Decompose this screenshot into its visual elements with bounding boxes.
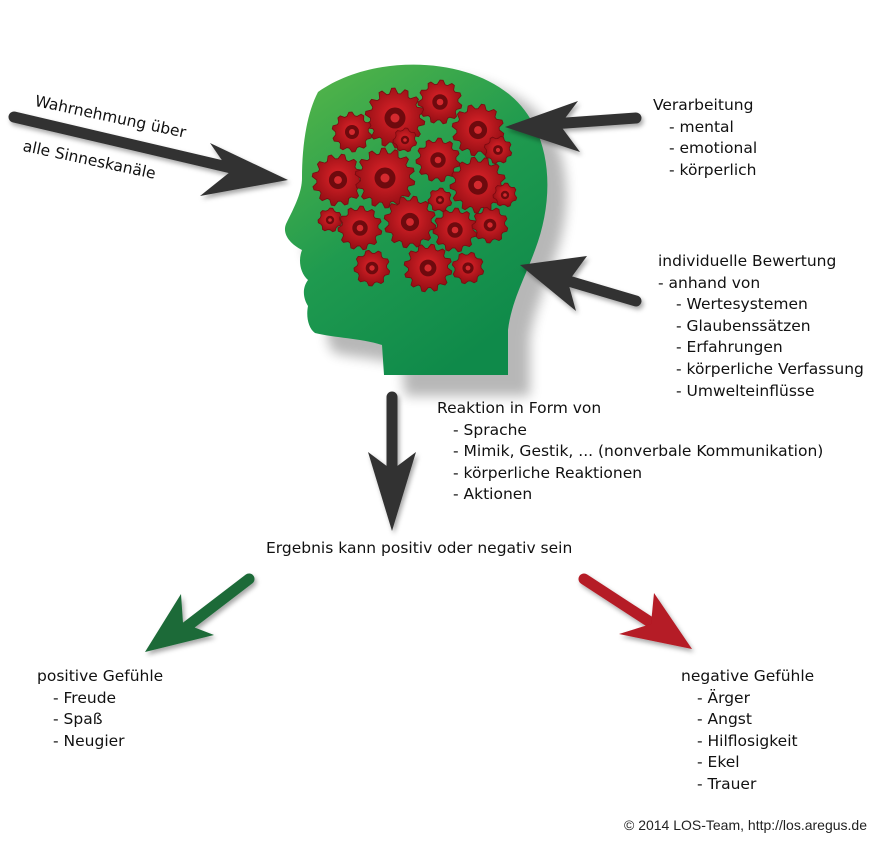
gear-axle-icon bbox=[334, 176, 342, 184]
gear-axle-icon bbox=[390, 113, 400, 123]
positive-item: - Spaß bbox=[53, 710, 103, 729]
gear-axle-icon bbox=[434, 156, 442, 164]
gear-axle-icon bbox=[356, 224, 364, 232]
gear-axle-icon bbox=[438, 198, 442, 202]
reaction-block: Reaktion in Form von - Sprache - Mimik, … bbox=[437, 398, 823, 506]
positive-item: - Freude bbox=[53, 688, 117, 707]
gear-axle-icon bbox=[369, 265, 375, 271]
gear-axle-icon bbox=[403, 138, 407, 142]
gear-axle-icon bbox=[495, 147, 501, 153]
evaluation-item: - Erfahrungen bbox=[676, 338, 783, 357]
reaction-title: Reaktion in Form von bbox=[437, 399, 602, 417]
evaluation-item: - Umwelteinflüsse bbox=[676, 381, 815, 400]
positive-title: positive Gefühle bbox=[37, 667, 164, 685]
arrow-processing-icon bbox=[505, 101, 642, 152]
negative-item: - Angst bbox=[697, 710, 752, 729]
processing-title: Verarbeitung bbox=[653, 96, 754, 114]
negative-item: - Trauer bbox=[697, 774, 757, 793]
processing-block: Verarbeitung - mental - emotional - körp… bbox=[653, 95, 757, 181]
evaluation-subtitle: - anhand von bbox=[658, 273, 761, 292]
arrow-perception-icon bbox=[8, 111, 288, 196]
gears-brain bbox=[311, 79, 518, 293]
negative-block: negative Gefühle - Ärger - Angst - Hilfl… bbox=[681, 666, 814, 796]
evaluation-block: individuelle Bewertung - anhand von - We… bbox=[658, 251, 864, 402]
arrow-positive-icon bbox=[145, 573, 255, 652]
processing-item: - mental bbox=[669, 117, 734, 136]
negative-item: - Hilflosigkeit bbox=[697, 731, 798, 750]
reaction-item: - Aktionen bbox=[453, 485, 533, 504]
reaction-item: - Sprache bbox=[453, 420, 527, 439]
negative-item: - Ekel bbox=[697, 753, 740, 772]
gear-axle-icon bbox=[349, 129, 355, 135]
processing-item: - emotional bbox=[669, 139, 758, 158]
arrow-reaction-icon bbox=[368, 391, 416, 531]
evaluation-title: individuelle Bewertung bbox=[658, 252, 837, 270]
copyright-text: © 2014 LOS-Team, http://los.aregus.de bbox=[623, 817, 867, 833]
arrow-evaluation-icon bbox=[520, 256, 642, 311]
gear-axle-icon bbox=[380, 173, 390, 183]
negative-title: negative Gefühle bbox=[681, 667, 815, 685]
positive-block: positive Gefühle - Freude - Spaß - Neugi… bbox=[37, 666, 163, 752]
gear-axle-icon bbox=[474, 126, 482, 134]
arrow-negative-icon bbox=[578, 573, 692, 649]
gear-axle-icon bbox=[487, 222, 493, 228]
gear-axle-icon bbox=[451, 226, 459, 234]
gear-axle-icon bbox=[328, 218, 332, 222]
reaction-item: - Mimik, Gestik, ... (nonverbale Kommuni… bbox=[453, 442, 824, 461]
evaluation-item: - körperliche Verfassung bbox=[676, 359, 864, 378]
gear-axle-icon bbox=[424, 264, 432, 272]
result-text: Ergebnis kann positiv oder negativ sein bbox=[266, 539, 573, 557]
processing-item: - körperlich bbox=[669, 160, 757, 179]
gear-axle-icon bbox=[465, 265, 471, 271]
gear-axle-icon bbox=[436, 98, 444, 106]
gear-axle-icon bbox=[473, 180, 483, 190]
evaluation-item: - Glaubenssätzen bbox=[676, 316, 811, 335]
reaction-item: - körperliche Reaktionen bbox=[453, 463, 643, 482]
evaluation-item: - Wertesystemen bbox=[676, 295, 808, 314]
negative-item: - Ärger bbox=[697, 688, 750, 707]
gear-axle-icon bbox=[406, 218, 414, 226]
gear-axle-icon bbox=[503, 193, 507, 197]
positive-item: - Neugier bbox=[53, 731, 125, 750]
